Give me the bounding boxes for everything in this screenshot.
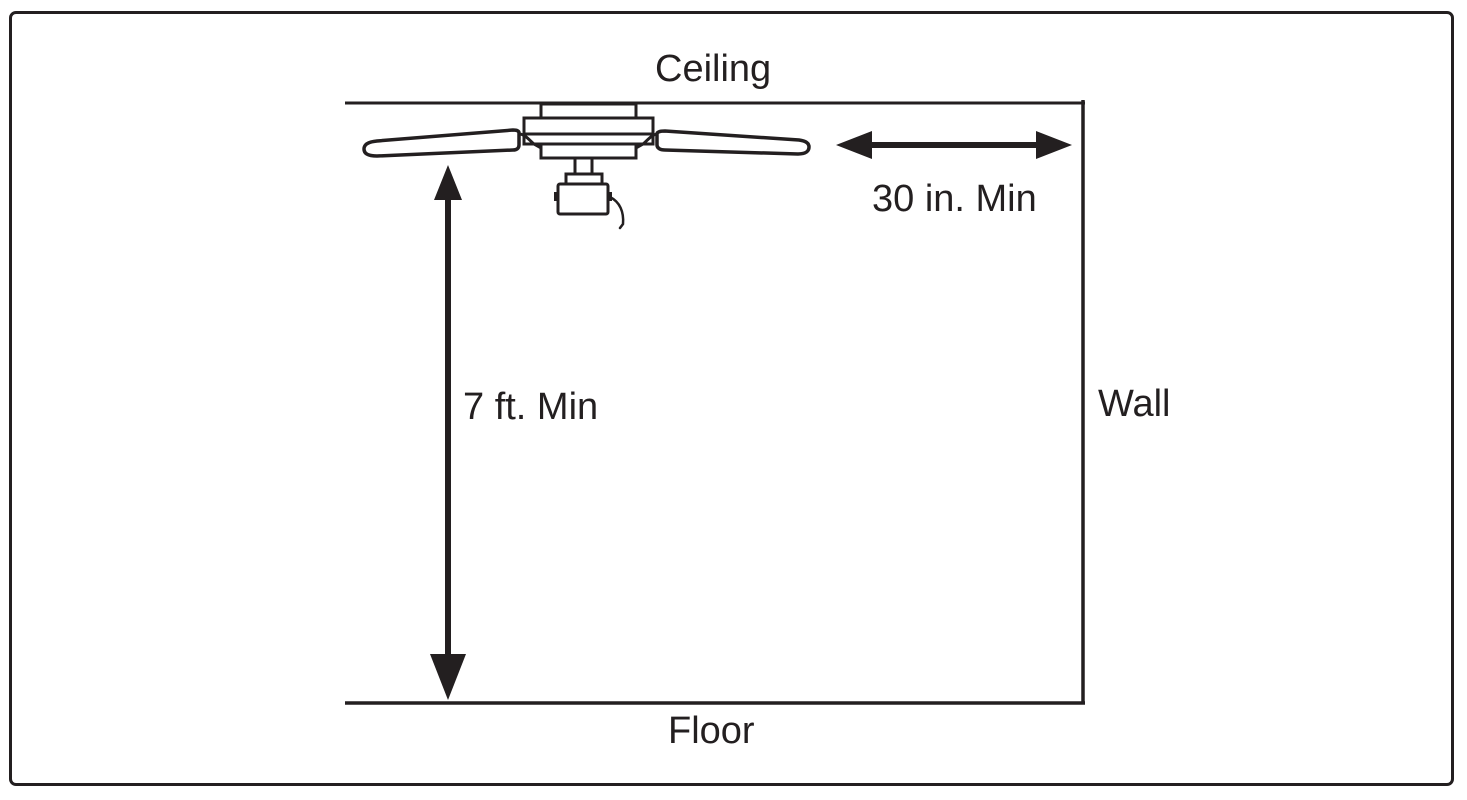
fan-blade-arm-left [518,132,542,150]
floor-label: Floor [668,710,755,752]
vertical-arrow-head-top [434,165,462,200]
fan-blade-arm-right [635,132,659,150]
ceiling-label: Ceiling [655,48,772,90]
mounting-bracket [539,102,638,120]
motor-housing-lower [539,142,638,160]
wall-label: Wall [1098,383,1171,425]
pull-chain [608,195,625,230]
motor-housing-upper [522,116,655,136]
diagram-border [9,11,1454,786]
horizontal-arrow-head-left [836,131,872,159]
light-kit-nub-left [554,192,559,201]
horizontal-arrow-head-right [1036,131,1072,159]
fan-blade-left [362,128,521,158]
vertical-arrow-head-bottom [430,654,466,700]
horizontal-clearance-label: 30 in. Min [872,178,1037,220]
ceiling-fan-fixture [362,102,811,230]
downrod [573,156,594,176]
vertical-dimension-arrow [430,165,466,700]
vertical-clearance-label: 7 ft. Min [463,386,599,428]
light-kit [556,182,610,216]
horizontal-dimension-arrow [836,131,1072,159]
fan-blade-right [655,129,811,156]
